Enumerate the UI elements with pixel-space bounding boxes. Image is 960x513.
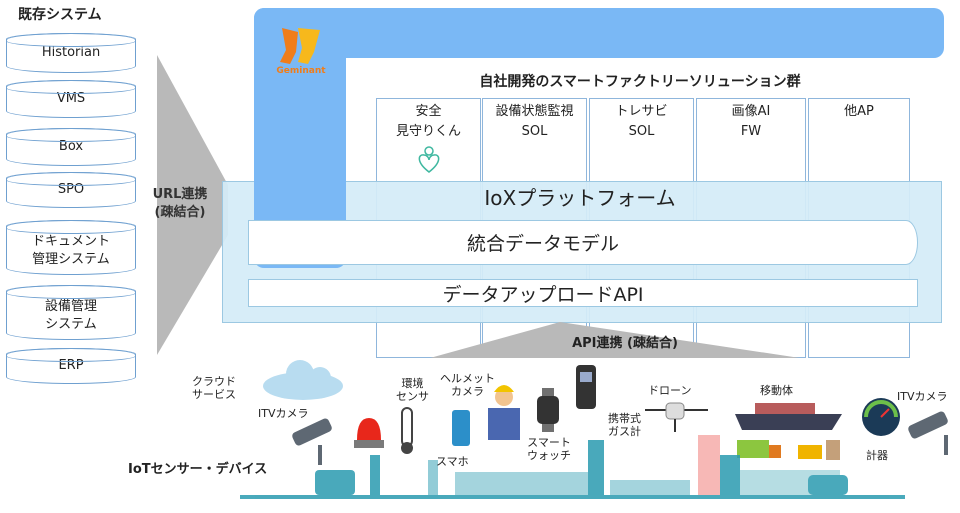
url-link-line2: (疎結合) [154,205,206,220]
drone-label: ドローン [648,384,692,397]
app-line1: 設備状態監視 [495,104,574,119]
smartwatch-icon [537,388,559,432]
smartwatch-label: スマート ウォッチ [527,436,571,462]
siren-icon [354,418,384,448]
platform-title: IoXプラットフォーム [484,186,676,210]
legacy-equipment-management: 設備管理 システム [6,285,136,340]
forklift-icon [798,440,840,460]
geminant-frame-top [254,8,944,58]
smartphone-icon [452,410,470,446]
helmet-camera-label: ヘルメット カメラ [440,372,495,398]
iot-devices-title: IoTセンサー・デバイス [128,462,268,477]
label: ドキュメント 管理システム [31,233,110,267]
factory-illustration [240,435,905,499]
legacy-spo: SPO [6,172,136,208]
logo-text: Geminant [276,66,326,76]
app-line1: トレサビ [615,104,668,119]
itv-camera-right-label: ITVカメラ [897,390,948,403]
label: Historian [41,45,101,60]
app-line2: 見守りくん [395,124,461,139]
security-camera-right-icon [908,411,948,455]
geminant-logo: Geminant [268,22,334,80]
legacy-title: 既存システム [18,7,102,23]
upload-api-label: データアップロードAPI [442,283,644,306]
api-link-label: API連携 (疎結合) [572,336,678,351]
security-camera-icon [292,418,332,465]
gauge-icon [862,398,900,436]
label: 設備管理 システム [44,298,97,332]
unified-data-model: 統合データモデル [248,220,918,265]
drone-icon [645,402,708,432]
app-line1: 画像AI [731,104,771,119]
frame-inner [346,58,944,98]
legacy-erp: ERP [6,348,136,384]
app-line1: 安全 [415,104,442,119]
gas-detector-label: 携帯式 ガス計 [608,412,641,438]
heart-mascot-icon [418,146,439,173]
legacy-box: Box [6,128,136,166]
ship-icon [735,403,842,430]
url-link-arrow [157,55,228,355]
itv-camera-left-label: ITVカメラ [258,407,309,420]
app-line2: SOL [628,124,655,139]
thermometer-icon [401,407,413,454]
solutions-title: 自社開発のスマートファクトリーソリューション群 [479,74,801,90]
legacy-document-management: ドキュメント 管理システム [6,220,136,275]
cloud-service-label: クラウド サービス [192,375,236,401]
truck-icon [737,440,781,458]
url-link-label: URL連携 (疎結合) [140,186,220,222]
legacy-vms: VMS [6,80,136,118]
legacy-historian: Historian [6,33,136,73]
data-model-label: 統合データモデル [466,233,619,255]
meter-label: 計器 [866,449,888,462]
mobile-body-label: 移動体 [760,384,793,397]
smartphone-label: スマホ [436,455,469,468]
gas-detector-icon [576,365,596,409]
url-link-line1: URL連携 [152,187,208,202]
data-upload-api: データアップロードAPI [248,279,918,307]
app-line2: SOL [521,124,548,139]
app-line1: 他AP [844,104,874,119]
label: Box [58,139,84,154]
label: VMS [56,91,86,106]
env-sensor-label: 環境 センサ [396,377,429,403]
geminant-mascot-icon [280,28,320,64]
cloud-icon [263,360,343,400]
worker-helmet-camera-icon [488,385,520,440]
app-line2: FW [740,124,762,139]
